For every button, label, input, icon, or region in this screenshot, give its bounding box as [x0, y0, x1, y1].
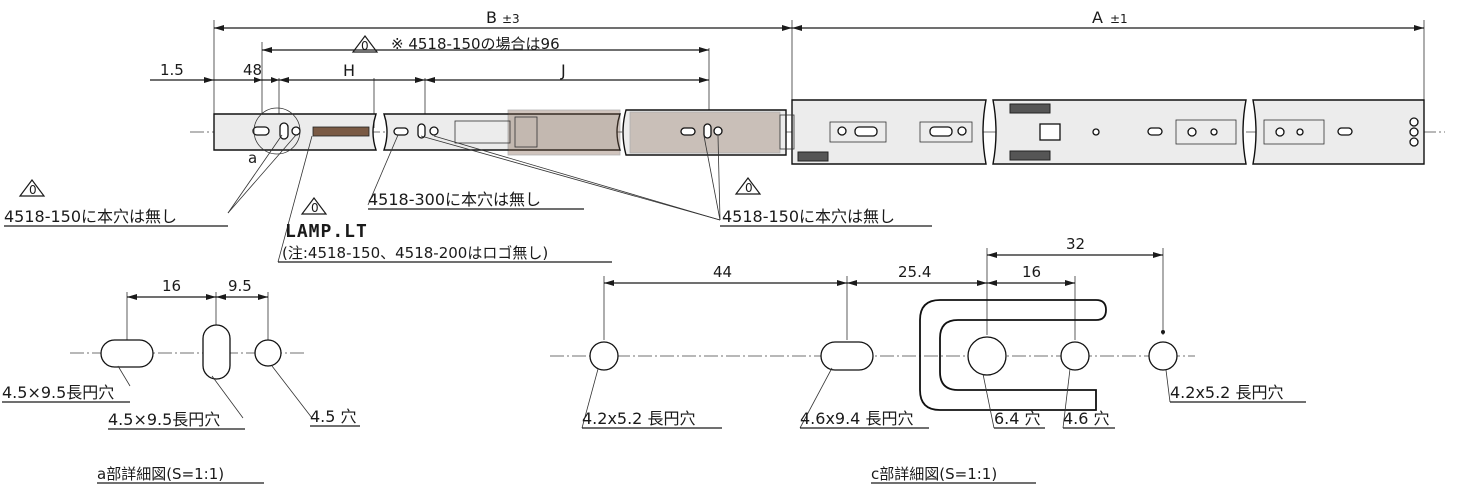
dim-1-5: 1.5 [160, 61, 184, 79]
detail-a: 16 9.5 4.5×9.5長円穴 4.5×9.5長円穴 4.5 穴 a部詳細図… [2, 277, 360, 484]
detail-c-hole-4-6-label: 4.6 穴 [1063, 409, 1110, 428]
slot-vertical [202, 324, 231, 380]
hole-6-4 [967, 336, 1007, 376]
note-mid-no-hole: 4518-300に本穴は無し [368, 190, 541, 209]
dim-b-label: B [486, 8, 497, 27]
revision-triangle-icon [734, 177, 762, 195]
detail-c: 44 25.4 16 32 4.2x5.2 長円穴 4.6x9.4 長円穴 6.… [550, 235, 1306, 484]
detail-a-marker-circle [253, 107, 301, 155]
detail-a-hole-label: 4.5 穴 [310, 407, 357, 426]
detail-c-dim-32: 32 [1066, 235, 1085, 253]
dim-a-label: A [1092, 8, 1103, 27]
inner-rail-mid [383, 113, 621, 151]
detail-c-slot-left-label: 4.2x5.2 長円穴 [582, 409, 695, 428]
revision-triangle-icon [300, 197, 328, 215]
detail-c-hole-6-4-label: 6.4 穴 [994, 409, 1041, 428]
u-emboss-outline [919, 299, 1107, 411]
dim-b-tolerance: ±3 [502, 12, 520, 26]
detail-a-title: a部詳細図(S=1:1) [97, 465, 224, 483]
round-hole [254, 339, 282, 367]
logo-stamp [312, 126, 370, 137]
dim-h: H [343, 61, 355, 80]
revision-triangle-icon [351, 35, 379, 53]
revision-mark: 0 [361, 39, 369, 53]
rail-assembly: B ±3 A ±1 0 ※ 4518-150の場合は96 1.5 48 H J [150, 8, 1445, 263]
outer-rail [791, 99, 987, 165]
slot-left [589, 341, 619, 371]
detail-a-slot-label-2: 4.5×9.5長円穴 [108, 410, 220, 429]
slot-horizontal [100, 339, 154, 368]
detail-c-dim-16: 16 [1022, 263, 1041, 281]
notes: 0 4518-150に本穴は無し 0 LAMP.LT (注:4518-150、4… [4, 177, 932, 263]
detail-a-dim-9-5: 9.5 [228, 277, 252, 295]
detail-c-slot-right-label: 4.2x5.2 長円穴 [1170, 383, 1283, 402]
slot-mid [820, 341, 874, 371]
note-right-no-hole: 4518-150に本穴は無し [722, 207, 895, 226]
detail-c-dim-44: 44 [713, 263, 732, 281]
logo-text: LAMP.LT [285, 221, 368, 242]
revision-mark: 0 [29, 183, 37, 197]
slot-right [1148, 341, 1178, 371]
hole-4-6 [1060, 341, 1090, 371]
dim-48: 48 [243, 61, 262, 79]
note-logo: (注:4518-150、4518-200はロゴ無し) [282, 244, 548, 262]
revision-mark: 0 [311, 201, 319, 215]
note-96: ※ 4518-150の場合は96 [391, 35, 560, 53]
detail-c-title: c部詳細図(S=1:1) [871, 465, 997, 483]
dim-j: J [560, 61, 566, 80]
detail-c-dim-25-4: 25.4 [898, 263, 931, 281]
detail-a-label: a [248, 149, 257, 167]
ball-retainer [507, 109, 621, 156]
note-left-no-hole: 4518-150に本穴は無し [4, 207, 177, 226]
detail-a-slot-label-1: 4.5×9.5長円穴 [2, 383, 114, 402]
detail-c-slot-mid-label: 4.6x9.4 長円穴 [800, 409, 913, 428]
detail-a-dim-16: 16 [162, 277, 181, 295]
revision-mark: 0 [745, 181, 753, 195]
revision-triangle-icon [18, 179, 46, 197]
dim-a-tolerance: ±1 [1110, 12, 1128, 26]
